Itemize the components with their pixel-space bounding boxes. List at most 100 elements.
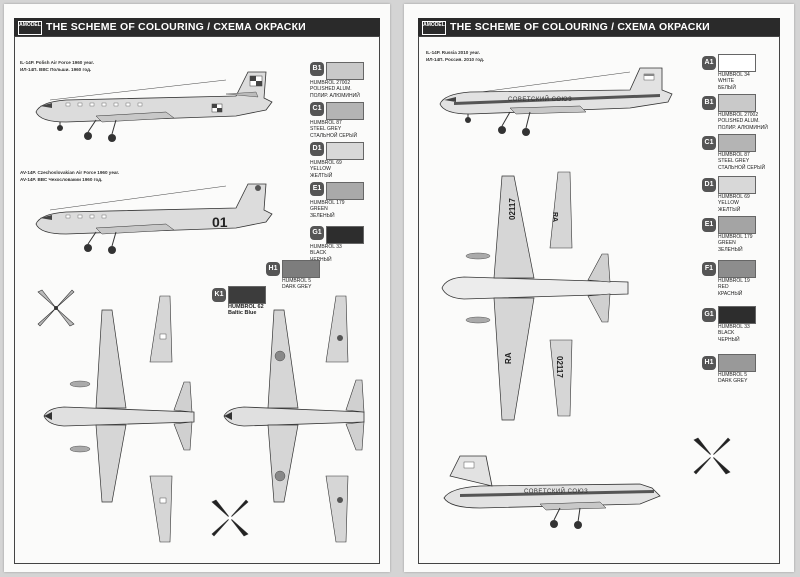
fuselage-soviet-union-text-top: СОВЕТСКИЙ СОЮЗ (508, 97, 573, 103)
russian-wing-top-view-separate (549, 171, 573, 249)
chip-id: F1 (702, 262, 716, 276)
chip-line: DARK GREY (282, 284, 312, 291)
propeller-diagram-left-top (37, 289, 75, 327)
wing-prefix-lower: RA (504, 352, 513, 364)
version-polish-en: IL-14P. Polish Air Force 1960 year. (20, 60, 95, 65)
chip-line: GREEN (310, 206, 328, 213)
colour-swatch (718, 306, 756, 324)
right-page-frame (418, 36, 780, 564)
chip-line: STEEL GREY (310, 126, 342, 133)
chip-line: ПОЛИР. АЛЮМИНИЙ (718, 124, 768, 131)
propeller-diagram-right (693, 437, 731, 475)
chip-line: БЕЛЫЙ (718, 84, 736, 91)
chip-line: RED (718, 284, 729, 291)
chip-line: ЧЕРНЫЙ (718, 336, 740, 343)
chip-line: POLISHED ALUM. (310, 86, 352, 93)
colour-swatch (326, 62, 364, 80)
chip-line: HUMBROL 33 (718, 324, 750, 330)
chip-line: HUMBROL 69 (310, 160, 342, 166)
chip-line: HUMBROL 5 (718, 372, 747, 378)
colour-swatch (326, 182, 364, 200)
version-russia-label: IL-14P. Russia 2010 year. ИЛ-14П. Россия… (426, 50, 484, 63)
left-page-header: AMODEL THE SCHEME OF COLOURING / СХЕМА О… (14, 18, 380, 36)
chip-line: HUMBROL 27002 (310, 80, 351, 86)
amodel-logo: AMODEL (422, 21, 446, 35)
czech-fin-code: 01 (212, 214, 228, 230)
chip-id: A1 (702, 56, 716, 70)
propeller-diagram-left-bottom (211, 499, 249, 537)
chip-label: HUMBROL 87 STEEL GREY СТАЛЬНОЙ СЕРЫЙ (718, 152, 788, 171)
chip-line: HUMBROL 179 (310, 200, 345, 206)
chip-line: СТАЛЬНОЙ СЕРЫЙ (718, 164, 766, 171)
chip-line: ПОЛИР. АЛЮМИНИЙ (310, 92, 360, 99)
chip-line: HUMBROL 69 (718, 194, 750, 200)
version-polish-ru: ИЛ-14П. ВВС Польши. 1960 год. (20, 66, 92, 72)
chip-id: H1 (702, 356, 716, 370)
russian-aircraft-side-view (439, 67, 673, 136)
chip-line: Baltic Blue (228, 310, 257, 317)
chip-line: СТАЛЬНОЙ СЕРЫЙ (310, 132, 358, 139)
russian-wing-bottom-view-separate (549, 339, 573, 417)
chip-line: КРАСНЫЙ (718, 290, 743, 297)
chip-line: HUMBROL 179 (718, 234, 753, 240)
chip-line: ЧЕРНЫЙ (310, 256, 332, 263)
chip-line: HUMBROL 33 (310, 244, 342, 250)
fuselage-soviet-union-text-bottom: СОВЕТСКИЙ СОЮЗ (524, 489, 589, 495)
chip-line: ЖЕЛТЫЙ (310, 172, 333, 179)
colour-swatch (718, 260, 756, 278)
chip-id: G1 (310, 226, 324, 240)
colour-swatch (282, 260, 320, 278)
chip-line: HUMBROL 62 (228, 304, 264, 310)
russian-aircraft-top-view (441, 175, 629, 421)
chip-line: ЗЕЛЕНЫЙ (310, 212, 335, 219)
chip-line: GREEN (718, 240, 736, 247)
wing-prefix-upper: RA (551, 212, 558, 223)
colour-swatch (326, 102, 364, 120)
chip-label: HUMBROL 5 DARK GREY (282, 278, 352, 291)
version-polish-label: IL-14P. Polish Air Force 1960 year. ИЛ-1… (20, 60, 94, 73)
chip-label: HUMBROL 179 GREEN ЗЕЛЕНЫЙ (310, 200, 380, 219)
chip-line: DARK GREY (718, 378, 748, 385)
colour-swatch (228, 286, 266, 304)
czech-fin-bottom-view (325, 475, 349, 543)
wing-registration-lower: 02117 (555, 356, 564, 378)
wing-registration-upper: 02117 (508, 198, 517, 220)
polish-fin-top-view (149, 295, 173, 363)
chip-line: BLACK (718, 330, 735, 337)
chip-line: HUMBROL 27002 (718, 112, 759, 118)
polish-aircraft-side-view (35, 71, 273, 142)
chip-line: HUMBROL 34 (718, 72, 750, 78)
chip-line: ЗЕЛЕНЫЙ (718, 246, 743, 253)
colour-swatch (718, 176, 756, 194)
polish-aircraft-top-view (43, 309, 195, 503)
chip-id: C1 (702, 136, 716, 150)
version-russia-en: IL-14P. Russia 2010 year. (426, 50, 481, 55)
version-czech-en: AV-14P. Czechoslovakian Air Force 1960 y… (20, 170, 120, 175)
colour-swatch (326, 142, 364, 160)
chip-label: HUMBROL 5 DARK GREY (718, 372, 788, 385)
version-czech-ru: AV-14P. ВВС Чехословакии 1960 год. (20, 176, 103, 182)
version-czech-label: AV-14P. Czechoslovakian Air Force 1960 y… (20, 170, 119, 183)
chip-label: HUMBROL 27002 POLISHED ALUM. ПОЛИР. АЛЮМ… (718, 112, 788, 131)
chip-label: HUMBROL 62 Baltic Blue (228, 304, 298, 317)
chip-line: HUMBROL 5 (282, 278, 311, 284)
colour-swatch (718, 354, 756, 372)
chip-line: YELLOW (718, 200, 739, 207)
chip-line: HUMBROL 87 (310, 120, 342, 126)
chip-line: HUMBROL 19 (718, 278, 750, 284)
chip-label: HUMBROL 179 GREEN ЗЕЛЕНЫЙ (718, 234, 788, 253)
chip-label: HUMBROL 69 YELLOW ЖЕЛТЫЙ (718, 194, 788, 213)
chip-id: G1 (702, 308, 716, 322)
chip-id: H1 (266, 262, 280, 276)
chip-label: HUMBROL 19 RED КРАСНЫЙ (718, 278, 788, 297)
chip-line: BLACK (310, 250, 327, 257)
polish-fin-bottom-view (149, 475, 173, 543)
right-page-title: THE SCHEME OF COLOURING / СХЕМА ОКРАСКИ (450, 21, 710, 33)
colour-swatch (718, 216, 756, 234)
chip-id: D1 (310, 142, 324, 156)
colour-swatch (718, 94, 756, 112)
chip-label: HUMBROL 34 WHITE БЕЛЫЙ (718, 72, 788, 91)
colour-swatch (326, 226, 364, 244)
chip-label: HUMBROL 27002 POLISHED ALUM. ПОЛИР. АЛЮМ… (310, 80, 380, 99)
chip-id: B1 (310, 62, 324, 76)
